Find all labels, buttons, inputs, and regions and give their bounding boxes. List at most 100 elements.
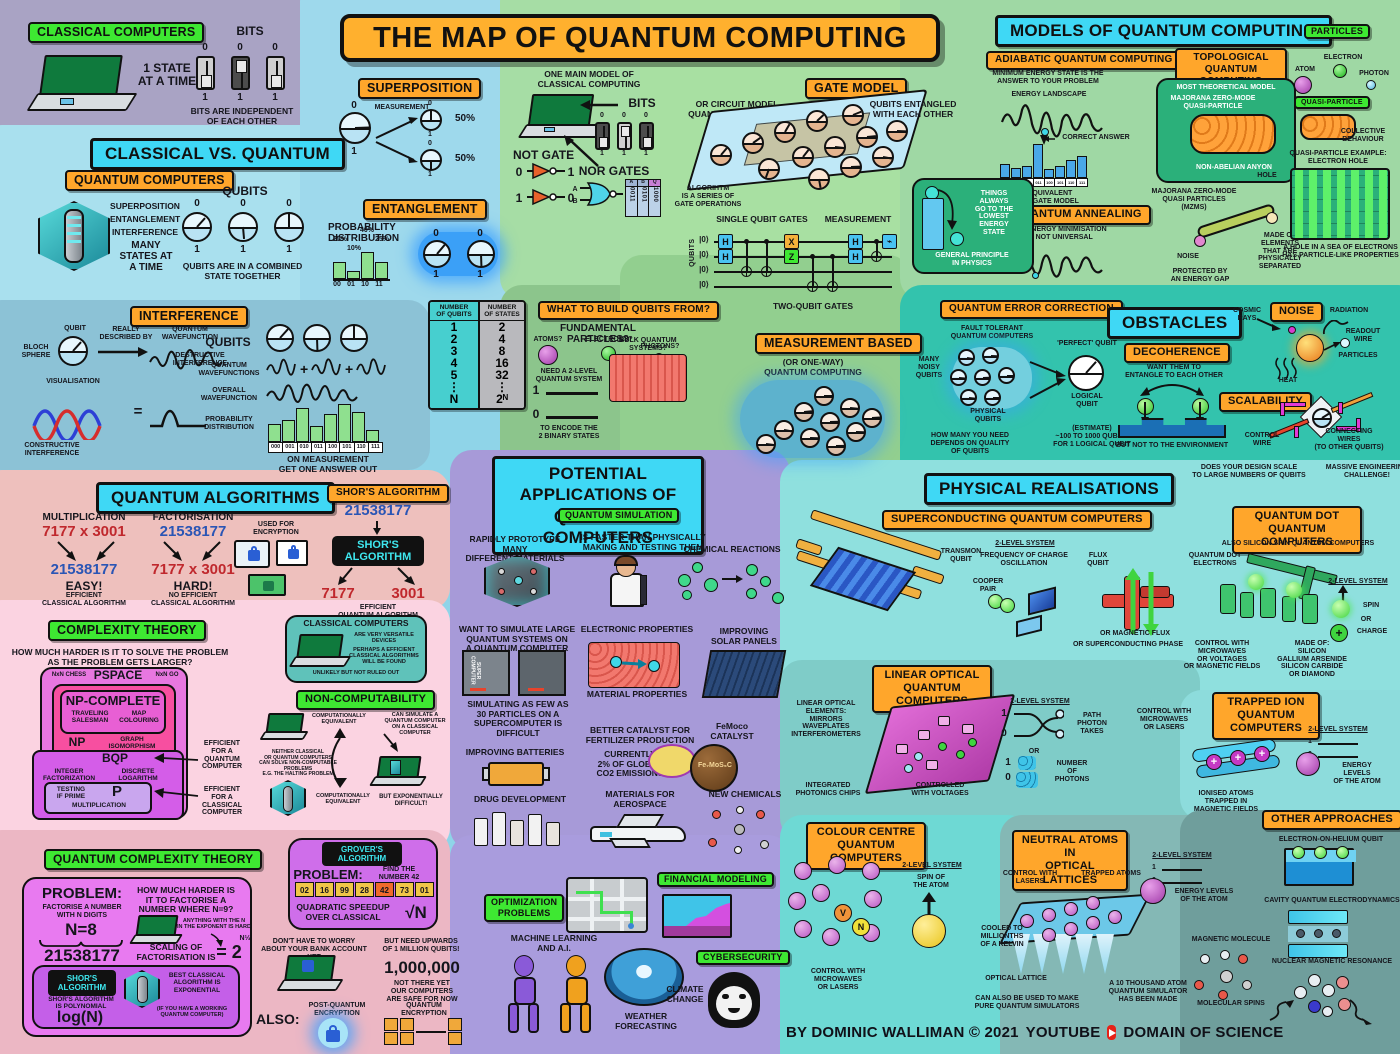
qubit-1-c: 1 bbox=[286, 244, 292, 255]
map-icon bbox=[566, 877, 648, 933]
bit-1-bottom: 1 bbox=[202, 92, 208, 103]
label-electronic-properties: ELECTRONIC PROPERTIES bbox=[580, 624, 694, 634]
heading-superconducting: SUPERCONDUCTING QUANTUM COMPUTERS bbox=[882, 510, 1152, 530]
quantum-computer-icon bbox=[30, 197, 118, 275]
table-cell: ⋮ bbox=[448, 379, 460, 394]
label-ionised-atoms: IONISED ATOMS TRAPPED IN MAGNETIC FIELDS bbox=[1193, 790, 1259, 813]
mzm-end-right bbox=[1266, 212, 1278, 224]
label-traveling-salesman: TRAVELING SALESMAN bbox=[71, 710, 109, 725]
femoco-sphere bbox=[690, 744, 738, 792]
lattice-atoms bbox=[1016, 892, 1142, 942]
bit-switch-1[interactable] bbox=[196, 56, 215, 90]
label-bits-2: BITS bbox=[628, 96, 656, 110]
pills-icon bbox=[472, 810, 568, 850]
npcomplete-box bbox=[60, 690, 166, 734]
label-overall-wavefunction: OVERALL WAVEFUNCTION bbox=[200, 387, 258, 402]
superposition-arrows bbox=[375, 117, 418, 163]
bit-switch-3[interactable] bbox=[266, 56, 285, 90]
bloch-sphere-superposition bbox=[339, 112, 371, 144]
label-quantum-wavefunction: QUANTUM WAVEFUNCTION bbox=[161, 326, 219, 341]
photon-cluster-1 bbox=[1018, 756, 1036, 770]
bit-switch-cm3[interactable] bbox=[639, 122, 654, 150]
label-10k-simulator: A 10 THOUSAND ATOM QUANTUM SIMULATOR HAS… bbox=[1108, 980, 1188, 1003]
wavefunction-sum: + + bbox=[266, 358, 386, 377]
bit-0-top-2: 0 bbox=[237, 42, 243, 53]
label-photon-particle: PHOTON bbox=[1359, 70, 1389, 77]
hist-label-1: 01 bbox=[347, 281, 355, 288]
grover-cell: 28 bbox=[355, 882, 374, 897]
label-qubits-interference: QUBITS bbox=[205, 335, 251, 349]
label-quantum-dot-electrons: QUANTUM DOT ELECTRONS bbox=[1188, 552, 1242, 567]
battery-icon bbox=[482, 762, 552, 786]
shors-algorithm-box: SHOR'S ALGORITHM bbox=[332, 536, 424, 566]
mult-verdict: EASY! bbox=[65, 579, 103, 593]
bloch-sphere-entangled-2 bbox=[467, 240, 495, 268]
label-not-there: NOT THERE YET OUR COMPUTERS ARE SAFE FOR… bbox=[386, 980, 458, 1003]
label-fundamental-particles: FUNDAMENTAL PARTICLES? bbox=[560, 323, 636, 346]
label-bits-independent: BITS ARE INDEPENDENT OF EACH OTHER bbox=[190, 106, 294, 126]
label-photons: PHOTONS? bbox=[640, 343, 680, 350]
label-qubits-entangled: QUBITS ENTANGLED WITH EACH OTHER bbox=[869, 99, 957, 119]
entangle-arc bbox=[1140, 384, 1204, 396]
label-ti-one: 1 bbox=[1308, 738, 1312, 745]
label-particles-noise: PARTICLES bbox=[1338, 352, 1378, 359]
label-perhaps-efficient: PERHAPS A EFFICIENT CLASSICAL ALGORITHMS… bbox=[349, 647, 419, 666]
solar-panel-icon bbox=[701, 650, 787, 698]
label-qd-control: CONTROL WITH MICROWAVES OR VOLTAGES OR M… bbox=[1183, 640, 1261, 671]
label-quasi-example: QUASI-PARTICLE EXAMPLE: ELECTRON HOLE bbox=[1289, 150, 1387, 165]
fact-result: 7177 x 3001 bbox=[151, 561, 235, 578]
fact-arrows bbox=[163, 541, 221, 561]
qubit-1-b: 1 bbox=[240, 244, 246, 255]
lock-envelope-icon bbox=[276, 540, 308, 566]
shors-chip-box: SHOR'S ALGORITHM bbox=[48, 970, 116, 996]
bit-switch-cm2[interactable] bbox=[617, 122, 632, 150]
label-faster-than: IS FASTER THAN PHYSICALLY MAKING AND TES… bbox=[580, 532, 706, 552]
heading-optimization: OPTIMIZATION PROBLEMS bbox=[484, 894, 565, 922]
label-million: 1,000,000 bbox=[384, 958, 460, 977]
heading-complexity: COMPLEXITY THEORY bbox=[48, 620, 206, 642]
photon-path-icon bbox=[1014, 709, 1064, 739]
label-efficient-classical: EFFICIENT FOR A CLASSICAL COMPUTER bbox=[201, 786, 243, 817]
label-want-entangle: WANT THEM TO ENTANGLE TO EACH OTHER bbox=[1125, 364, 1223, 379]
heading-quasi-particle: QUASI-PARTICLE bbox=[1294, 96, 1370, 110]
superposition-0: 0 bbox=[351, 100, 357, 111]
label-batteries: IMPROVING BATTERIES bbox=[465, 747, 565, 757]
label-catalyst: BETTER CATALYST FOR FERTILIZER PRODUCTIO… bbox=[585, 725, 695, 745]
ti-atom-icon bbox=[1296, 752, 1320, 776]
heading-classical-computers-box: CLASSICAL COMPUTERS bbox=[303, 618, 409, 628]
heading-qec: QUANTUM ERROR CORRECTION bbox=[940, 300, 1123, 319]
youtube-icon[interactable] bbox=[1107, 1025, 1117, 1040]
energy-slab bbox=[922, 198, 944, 250]
level-line-1 bbox=[546, 392, 598, 395]
flat-wave bbox=[150, 409, 206, 428]
label-collective: COLLECTIVE BEHAVIOUR bbox=[1340, 128, 1386, 143]
label-multiplication: MULTIPLICATION bbox=[42, 512, 126, 523]
airplane-icon bbox=[584, 812, 696, 852]
label-but-exp: BUT EXPONENTIALLY DIFFICULT! bbox=[379, 794, 443, 807]
label-mzms: MAJORANA ZERO-MODE QUASI PARTICLES (MZMS… bbox=[1151, 188, 1237, 211]
label-cooled: COOLED TO MILLIONTHS OF A KELVIN bbox=[980, 925, 1024, 948]
shors-input: 21538177 bbox=[344, 502, 412, 519]
label-cooper-pair: COOPER PAIR bbox=[972, 578, 1004, 593]
bit-switch-cm1[interactable] bbox=[595, 122, 610, 150]
cosmic-particle bbox=[1288, 326, 1296, 334]
cc-atom-icon bbox=[912, 914, 946, 948]
label-integer-fact: INTEGER FACTORIZATION bbox=[42, 768, 96, 783]
overall-wavefunction-curve bbox=[266, 383, 358, 403]
label-combined-state: QUBITS ARE IN A COMBINED STATE TOGETHER bbox=[182, 261, 303, 281]
label-ti-control: CONTROL WITH MICROWAVES OR LASERS bbox=[1136, 708, 1192, 731]
post-quantum-lock-icon bbox=[318, 1018, 348, 1048]
label-two-qubit-gates: TWO-QUBIT GATES bbox=[772, 301, 854, 311]
cavity-qed-icon bbox=[1288, 910, 1348, 958]
photonic-elements bbox=[880, 700, 1000, 788]
bit-switch-2[interactable] bbox=[231, 56, 250, 90]
label-connecting-wires: CONNECTING WIRES (TO OTHER QUBITS) bbox=[1314, 428, 1384, 451]
electron-arrow bbox=[621, 659, 647, 669]
label-drug-development: DRUG DEVELOPMENT bbox=[473, 794, 567, 804]
heading-shors: SHOR'S ALGORITHM bbox=[327, 484, 450, 503]
bloch-sphere-i3 bbox=[340, 324, 368, 352]
shors-out2: 3001 bbox=[391, 585, 425, 602]
table-cell: 4 bbox=[498, 331, 506, 346]
label-photonics-chips: INTEGRATED PHOTONICS CHIPS bbox=[795, 782, 861, 797]
electron-lattice-2 bbox=[648, 660, 660, 672]
